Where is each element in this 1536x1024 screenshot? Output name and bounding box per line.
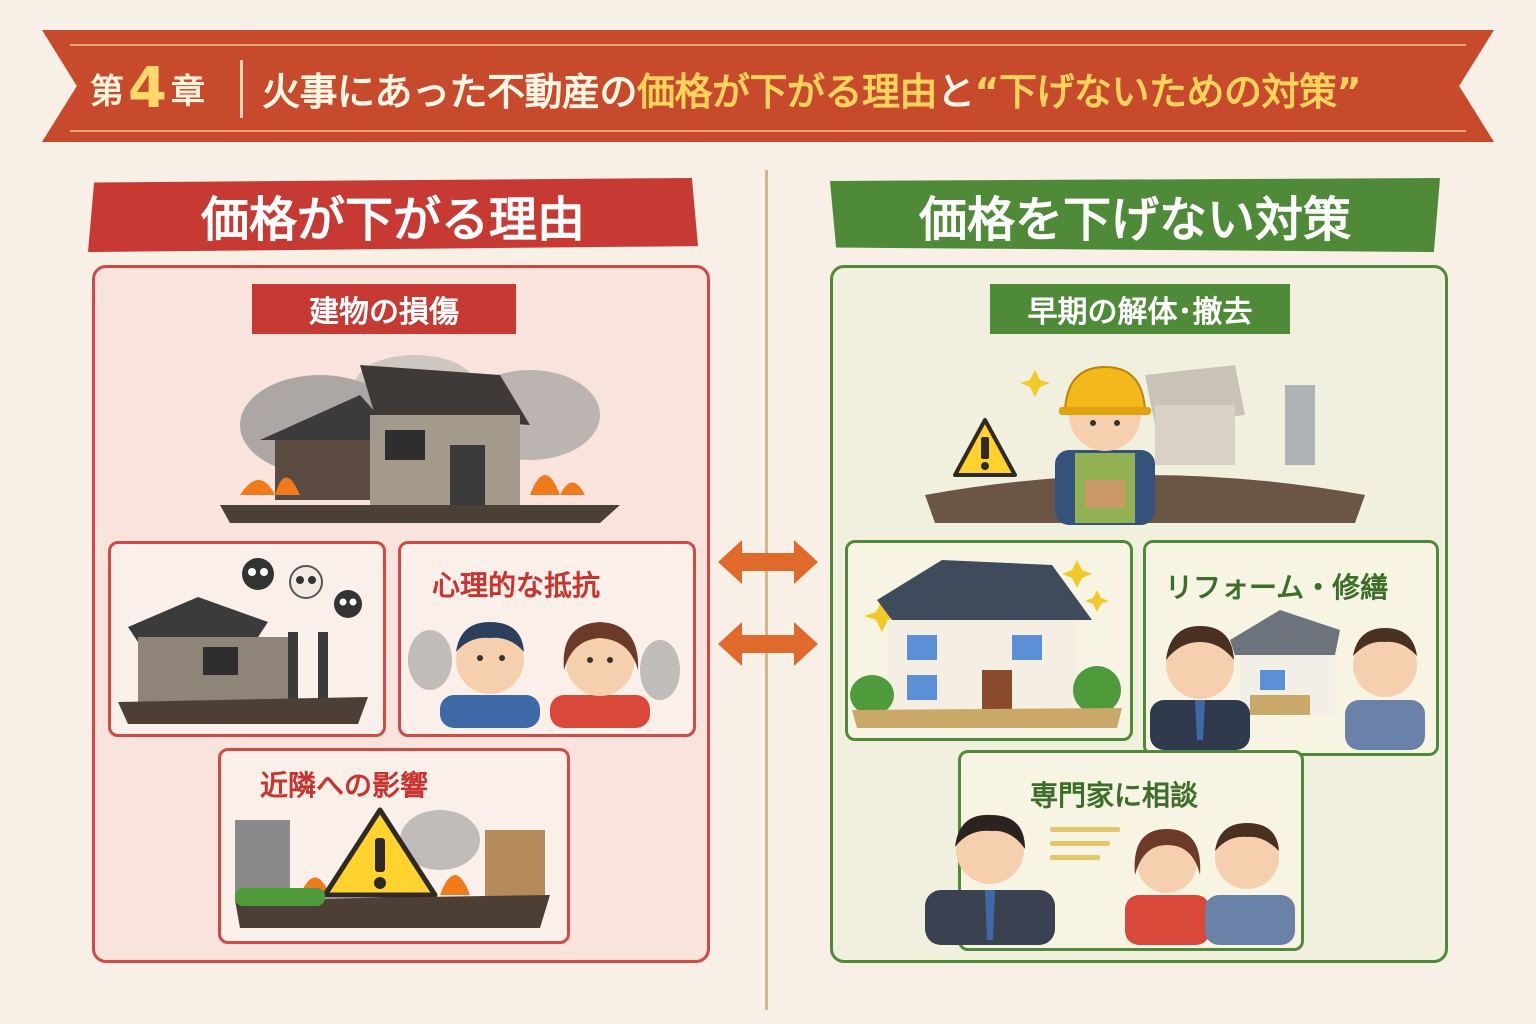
neighborhood-fire-icon <box>235 807 550 928</box>
building-damage-tag: 建物の損傷 <box>252 284 516 334</box>
early-demolition-tag: 早期の解体･撤去 <box>990 284 1290 334</box>
worker-icon <box>925 365 1365 525</box>
center-divider <box>765 170 768 1010</box>
chapter-number: 4 <box>128 55 167 121</box>
banner-divider <box>240 60 243 118</box>
chapter-label: 第 4 章 <box>90 55 205 121</box>
ruined-house-icon <box>118 558 368 724</box>
title-part-1: 火事にあった不動産の <box>262 69 638 114</box>
psychological-label: 心理的な抵抗 <box>432 569 601 602</box>
skull-icon <box>242 558 362 618</box>
burned-house-icon <box>220 355 620 523</box>
chapter-banner <box>42 30 1494 142</box>
consultant-icon <box>925 814 1295 945</box>
banner-title: 火事にあった不動産の 価格が下がる理由 と “下げないための対策” <box>262 58 1362 118</box>
double-arrow-icon <box>718 540 818 666</box>
chapter-suffix: 章 <box>170 71 205 112</box>
neighborhood-label: 近隣への影響 <box>260 769 429 802</box>
worried-couple-icon <box>408 622 680 728</box>
measures-header: 価格を下げない対策 <box>830 178 1440 252</box>
consultation-couple-icon <box>1150 610 1425 750</box>
reasons-header: 価格が下がる理由 <box>88 178 698 252</box>
reform-label: リフォーム・修繕 <box>1165 571 1389 604</box>
title-highlight-measures: “下げないための対策” <box>974 69 1362 114</box>
banner-inner-border <box>70 44 1466 132</box>
renovated-house-icon <box>850 560 1122 728</box>
title-part-3: と <box>937 69 975 114</box>
title-highlight-reasons: 価格が下がる理由 <box>637 69 938 114</box>
warning-icon <box>322 807 438 898</box>
chapter-prefix: 第 <box>90 71 124 112</box>
specialist-label: 専門家に相談 <box>1030 779 1199 812</box>
